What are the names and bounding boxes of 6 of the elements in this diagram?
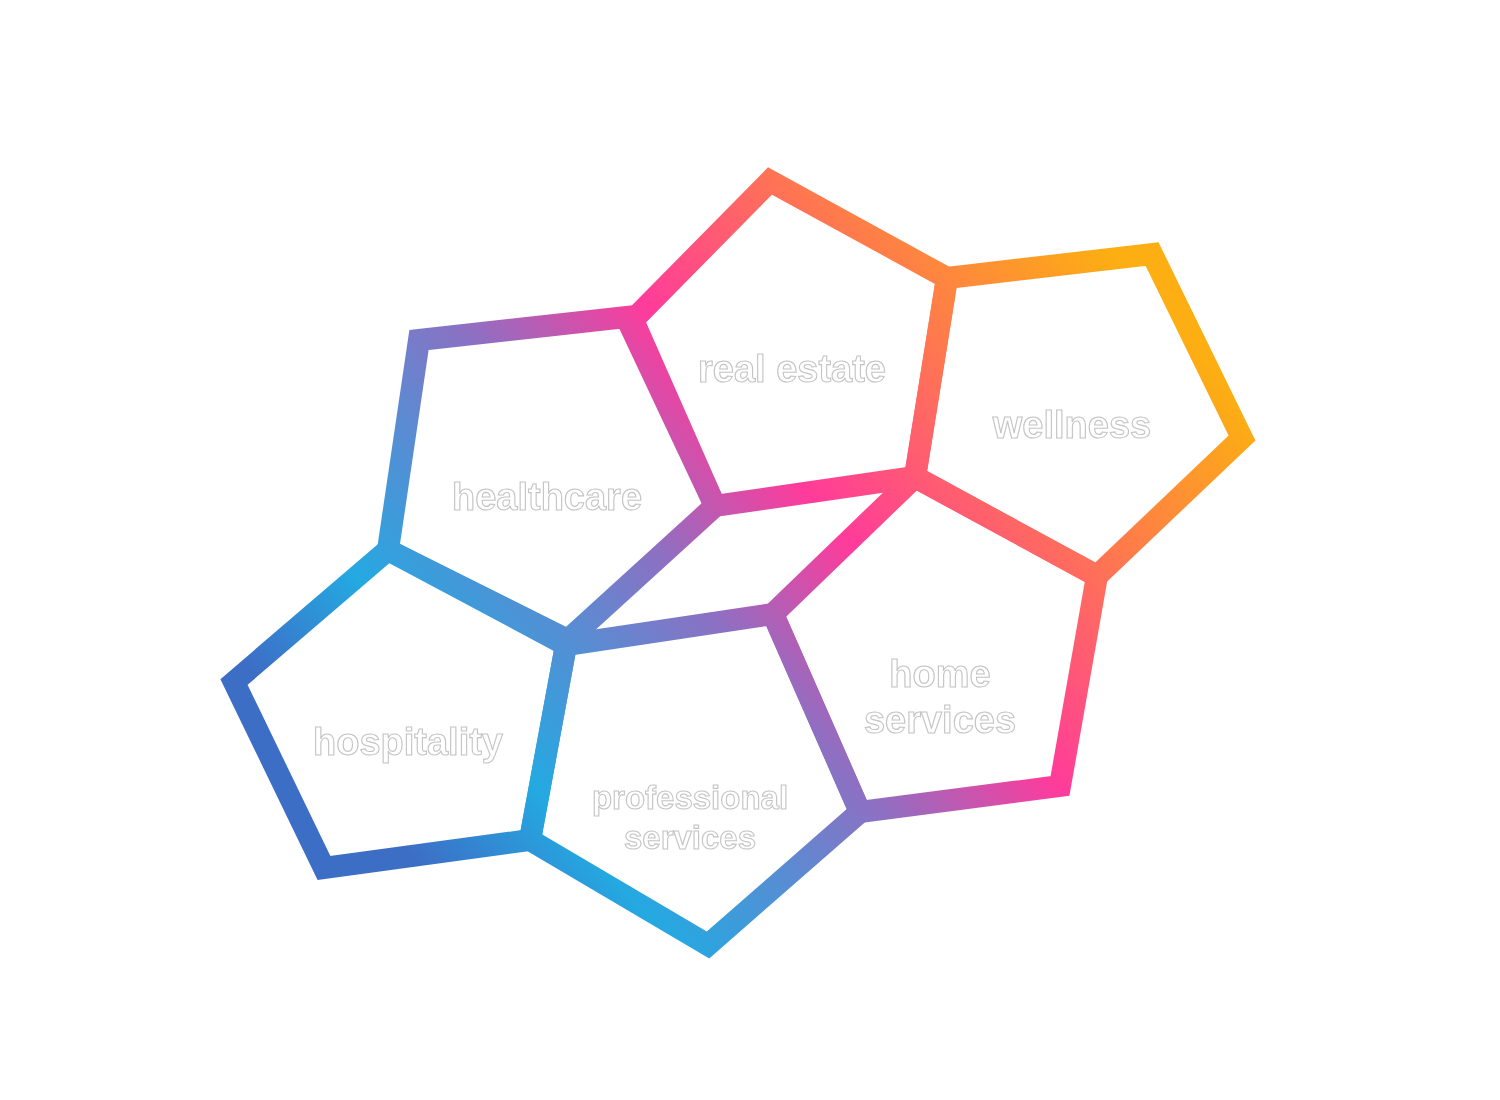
tile-label: healthcare	[450, 475, 644, 520]
tile-label: home services	[862, 652, 1018, 743]
tile-label: wellness	[991, 403, 1153, 448]
tile-label: professional services	[590, 778, 790, 858]
tile-label: hospitality	[312, 720, 505, 766]
tile-label: real estate	[697, 347, 887, 392]
